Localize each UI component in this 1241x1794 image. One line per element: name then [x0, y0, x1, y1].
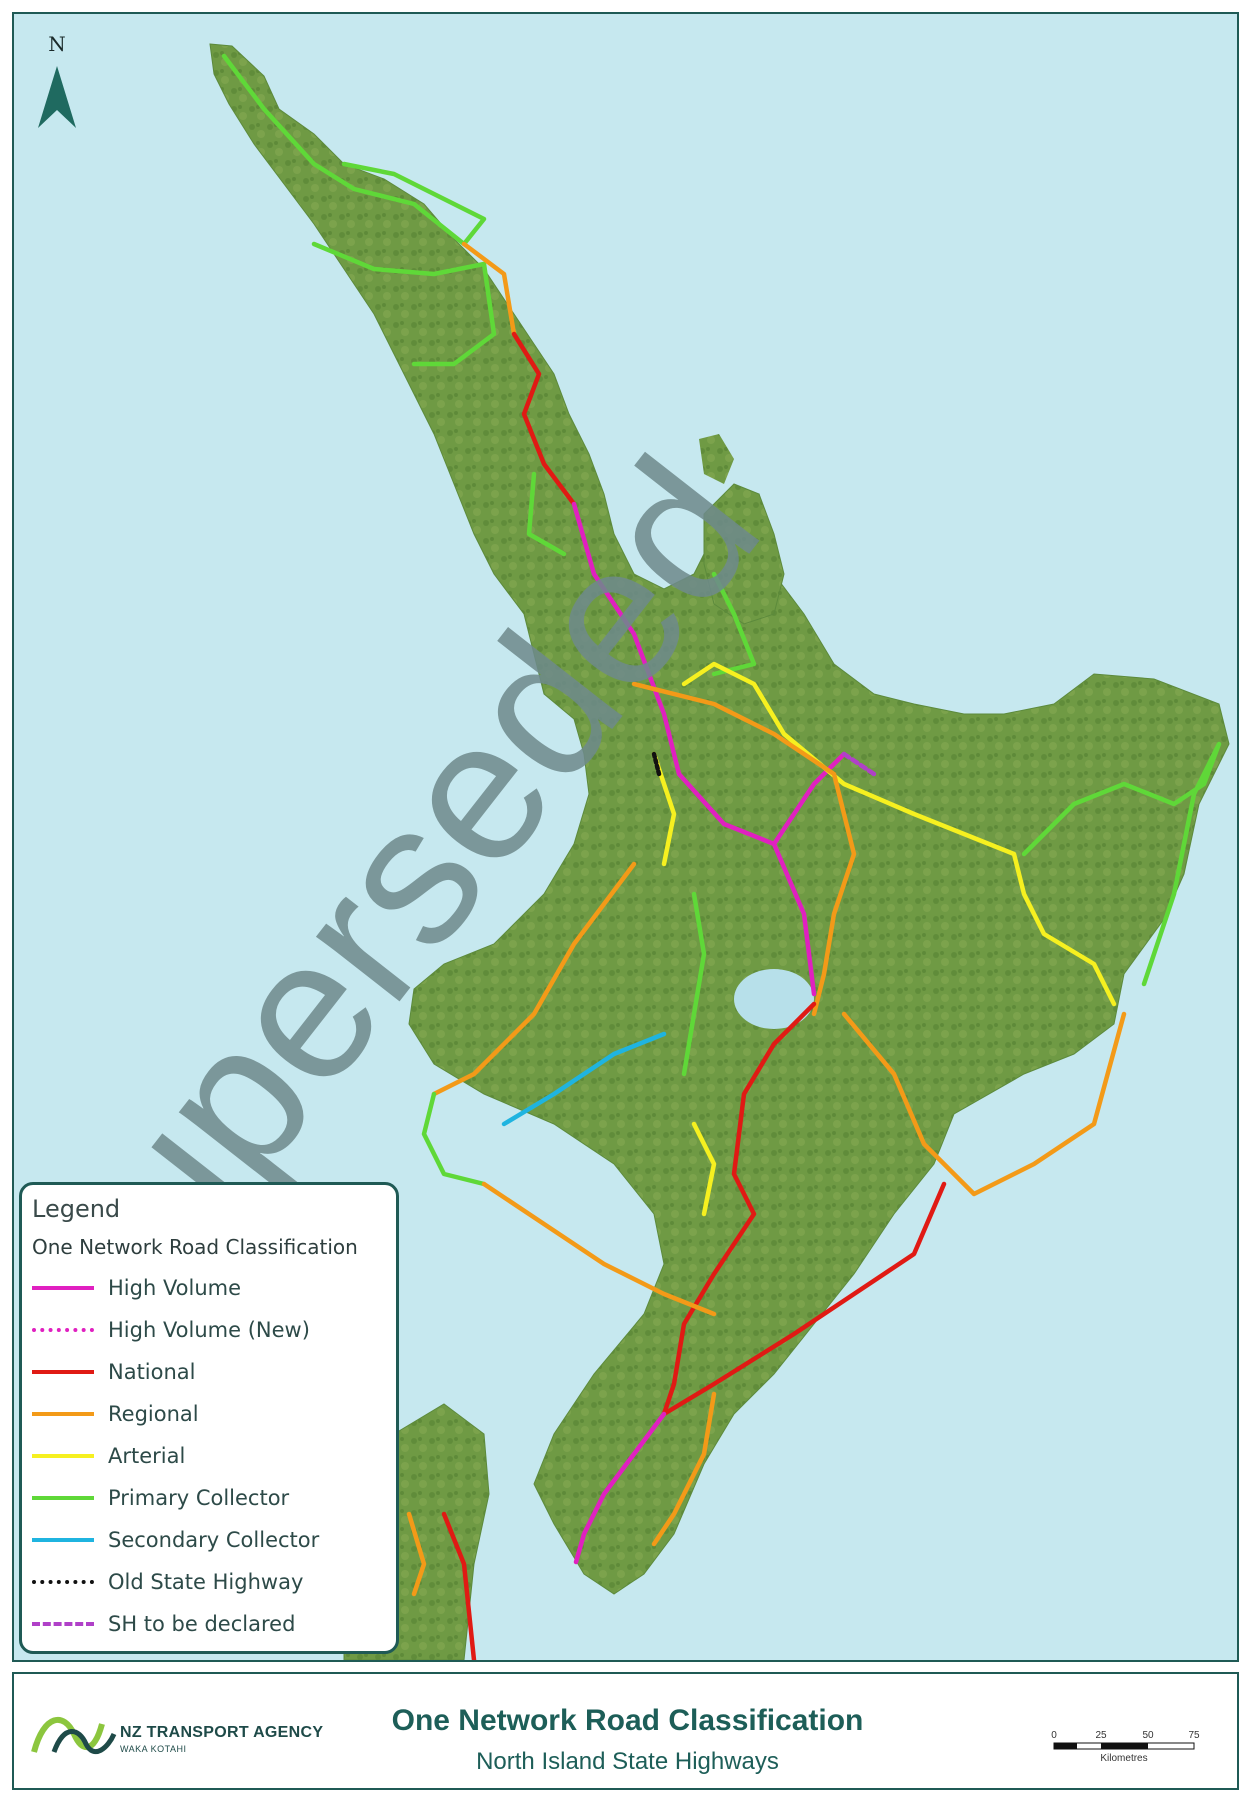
- footer: NZ TRANSPORT AGENCY WAKA KOTAHI One Netw…: [12, 1672, 1239, 1790]
- road-regional: [841, 1011, 1127, 1197]
- road-national: [441, 1511, 477, 1660]
- line-swatch-icon: [32, 1454, 94, 1458]
- logo-subname: WAKA KOTAHI: [120, 1744, 187, 1754]
- north-arrow-icon: [38, 66, 76, 128]
- great-barrier-island: [699, 434, 734, 484]
- road-primary-collector: [681, 891, 707, 1077]
- legend-item: SH to be declared: [32, 1603, 386, 1645]
- line-swatch-icon: [32, 1286, 94, 1290]
- map-frame: superseded N Legend One Network Road Cla…: [12, 12, 1239, 1662]
- legend-title: Legend: [32, 1195, 121, 1223]
- coromandel-peninsula: [703, 483, 785, 625]
- logo-name: NZ TRANSPORT AGENCY: [120, 1724, 324, 1741]
- road-sh-to-be-declared: [841, 751, 877, 777]
- scale-tick-0: 0: [1051, 1730, 1057, 1741]
- legend-item: Secondary Collector: [32, 1519, 386, 1561]
- road-secondary-collector: [501, 1031, 667, 1127]
- legend-item-label: High Volume: [108, 1276, 242, 1300]
- road-high-volume: [571, 501, 847, 847]
- north-island-map[interactable]: [14, 14, 1237, 1660]
- line-swatch-icon: [32, 1370, 94, 1374]
- road-primary-collector: [221, 53, 487, 247]
- north-arrow: N: [32, 32, 82, 132]
- lake-taupo: [734, 969, 814, 1029]
- road-primary-collector: [311, 241, 497, 367]
- legend-item: High Volume: [32, 1267, 386, 1309]
- line-swatch-icon: [32, 1580, 94, 1584]
- legend-item: Old State Highway: [32, 1561, 386, 1603]
- road-national: [511, 331, 577, 507]
- scale-tick-75: 75: [1188, 1730, 1200, 1741]
- scale-bar: 0 25 50 75 Kilometres: [1051, 1730, 1200, 1764]
- scale-tick-25: 25: [1095, 1730, 1107, 1741]
- legend-item-label: Old State Highway: [108, 1570, 304, 1594]
- road-high-volume: [771, 841, 817, 997]
- road-regional: [481, 1181, 717, 1317]
- legend-item: Primary Collector: [32, 1477, 386, 1519]
- road-network: [221, 53, 1222, 1660]
- legend-item-label: Regional: [108, 1402, 199, 1426]
- road-regional: [431, 861, 637, 1097]
- legend-item-label: National: [108, 1360, 196, 1384]
- road-primary-collector: [1021, 741, 1222, 987]
- line-swatch-icon: [32, 1538, 94, 1542]
- line-swatch-icon: [32, 1328, 94, 1332]
- line-swatch-icon: [32, 1412, 94, 1416]
- line-swatch-icon: [32, 1622, 94, 1626]
- road-primary-collector: [526, 471, 567, 557]
- line-swatch-icon: [32, 1496, 94, 1500]
- legend-item: Arterial: [32, 1435, 386, 1477]
- road-regional: [651, 1391, 717, 1547]
- road-arterial: [681, 661, 1117, 1007]
- legend-subtitle: One Network Road Classification: [32, 1235, 358, 1259]
- road-regional: [406, 1511, 427, 1597]
- map-subtitle: North Island State Highways: [476, 1748, 779, 1775]
- road-old-state-highway: [651, 751, 662, 777]
- road-regional: [631, 681, 857, 1017]
- legend-item-label: High Volume (New): [108, 1318, 310, 1342]
- nzta-logo-icon: [31, 1716, 117, 1755]
- road-primary-collector: [421, 1091, 487, 1187]
- road-arterial: [691, 1121, 717, 1217]
- legend-item: National: [32, 1351, 386, 1393]
- road-regional: [461, 241, 517, 337]
- legend-item-label: SH to be declared: [108, 1612, 296, 1636]
- legend-item-label: Arterial: [108, 1444, 186, 1468]
- map-title: One Network Road Classification: [391, 1704, 864, 1737]
- legend-item: Regional: [32, 1393, 386, 1435]
- north-arrow-label: N: [48, 32, 66, 56]
- road-national: [661, 1181, 947, 1417]
- scale-unit: Kilometres: [1100, 1753, 1147, 1764]
- road-national: [661, 1001, 817, 1417]
- legend: Legend One Network Road Classification H…: [19, 1182, 399, 1654]
- scale-tick-50: 50: [1142, 1730, 1154, 1741]
- road-primary-collector: [711, 571, 757, 677]
- legend-item-label: Primary Collector: [108, 1486, 290, 1510]
- legend-item-label: Secondary Collector: [108, 1528, 320, 1552]
- road-high-volume: [573, 1411, 667, 1565]
- legend-item: High Volume (New): [32, 1309, 386, 1351]
